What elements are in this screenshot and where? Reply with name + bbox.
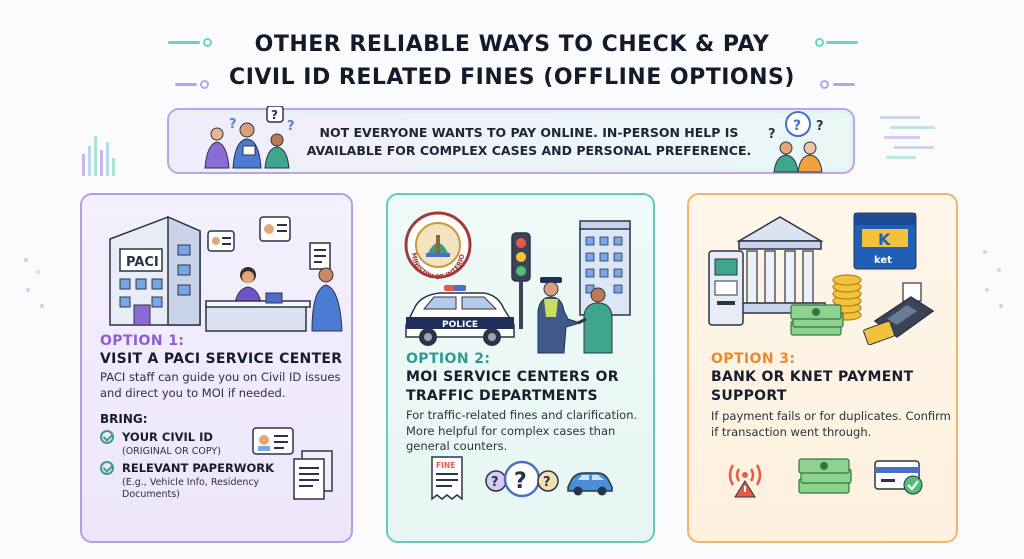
option-1-card: PACI OPTION 1: VISIT A PACI SERVICE CENT…: [80, 193, 353, 543]
svg-text:?: ?: [271, 108, 278, 122]
deco-bars-left: [82, 136, 115, 176]
svg-text:?: ?: [491, 475, 499, 490]
car-icon: [567, 472, 613, 496]
fine-ticket-icon: FINE: [431, 456, 463, 501]
svg-text:?: ?: [768, 127, 776, 142]
check-icon: [100, 461, 114, 475]
question-people-icon: ? ? ?: [768, 111, 824, 173]
svg-text:?: ?: [287, 119, 295, 134]
paci-building-icon: PACI: [109, 215, 201, 326]
people-group-icon: ? ? ?: [204, 106, 295, 169]
page-title-line-2: CIVIL ID RELATED FINES (OFFLINE OPTIONS): [229, 65, 795, 90]
svg-text:?: ?: [793, 118, 801, 134]
option-2-title: MOI SERVICE CENTERS OR TRAFFIC DEPARTMEN…: [406, 369, 619, 404]
coins-icon: [832, 274, 862, 321]
svg-text:?: ?: [514, 469, 527, 494]
title-deco-dot-right: [815, 38, 824, 47]
option-2-number: OPTION 2:: [406, 351, 491, 367]
title-deco-dot-left2: [200, 80, 209, 89]
bring-item-1-title: YOUR CIVIL ID: [122, 430, 213, 444]
option-3-description: If payment fails or for duplicates. Conf…: [711, 409, 951, 439]
paci-sign-text: PACI: [126, 255, 159, 270]
card-terminal-icon: [863, 282, 935, 345]
title-deco-right: [826, 41, 858, 44]
option-3-number: OPTION 3:: [711, 351, 796, 367]
fine-label: FINE: [436, 461, 455, 470]
option-1-description: PACI staff can guide you on Civil ID iss…: [100, 370, 341, 400]
building-icon: [579, 220, 631, 316]
bring-label: BRING:: [100, 412, 148, 426]
option-2-description: For traffic-related fines and clarificat…: [406, 408, 638, 453]
bring-item-2-title: RELEVANT PAPERWORK: [122, 461, 275, 475]
bring-item-2-sub: (E.g., Vehicle Info, Residency Documents…: [122, 477, 260, 500]
page-title: OTHER RELIABLE WAYS TO CHECK & PAY CIVIL…: [150, 28, 874, 94]
title-deco-right2: [833, 83, 855, 86]
deco-dots-right: [983, 250, 1003, 308]
intro-banner: ? ? ? NOT EVERYONE WANTS TO PAY ONLINE. …: [167, 106, 855, 174]
title-deco-left2: [175, 83, 197, 86]
knet-label: ket: [874, 255, 892, 266]
paperwork-icon: [293, 450, 333, 500]
cash-stack-icon: [790, 304, 844, 336]
intro-text: NOT EVERYONE WANTS TO PAY ONLINE. IN-PER…: [306, 125, 752, 158]
deco-dots-left: [24, 258, 44, 308]
title-deco-dot-right2: [820, 80, 829, 89]
signal-alert-icon: [728, 464, 762, 498]
option-3-title: BANK OR KNET PAYMENT SUPPORT: [711, 369, 914, 404]
atm-icon: [708, 250, 744, 326]
traffic-light-icon: [511, 232, 531, 329]
option-3-card: K ket OPTION 3: BANK OR KNET PAYMENT SUP…: [687, 193, 958, 543]
card-check-icon: [874, 460, 923, 495]
title-deco-dot-left: [203, 38, 212, 47]
option-1-number: OPTION 1:: [100, 333, 185, 349]
knet-logo-icon: K ket: [853, 212, 917, 270]
officer-handshake-icon: [537, 277, 613, 354]
cash-bundle-icon: [798, 458, 852, 494]
title-deco-left: [168, 41, 200, 44]
svg-text:?: ?: [816, 119, 824, 134]
option-1-title: VISIT A PACI SERVICE CENTER: [100, 351, 343, 367]
bank-icon: [734, 216, 826, 314]
id-card-icon: [252, 427, 294, 455]
service-counter-icon: [205, 216, 343, 332]
police-car-icon: POLICE: [405, 285, 515, 346]
moi-emblem-icon: MINISTRY OF INTERIOR: [402, 209, 472, 281]
question-marks-icon: ? ? ?: [485, 460, 559, 498]
page-title-line-1: OTHER RELIABLE WAYS TO CHECK & PAY: [254, 32, 770, 57]
deco-bars-right: [880, 116, 935, 159]
police-label: POLICE: [442, 320, 478, 330]
bring-item-1-sub: (ORIGINAL OR COPY): [122, 446, 221, 457]
svg-text:K: K: [878, 230, 891, 249]
check-icon: [100, 430, 114, 444]
option-2-card: MINISTRY OF INTERIOR POLICE: [386, 193, 655, 543]
svg-text:?: ?: [543, 475, 551, 490]
svg-text:?: ?: [229, 117, 237, 132]
